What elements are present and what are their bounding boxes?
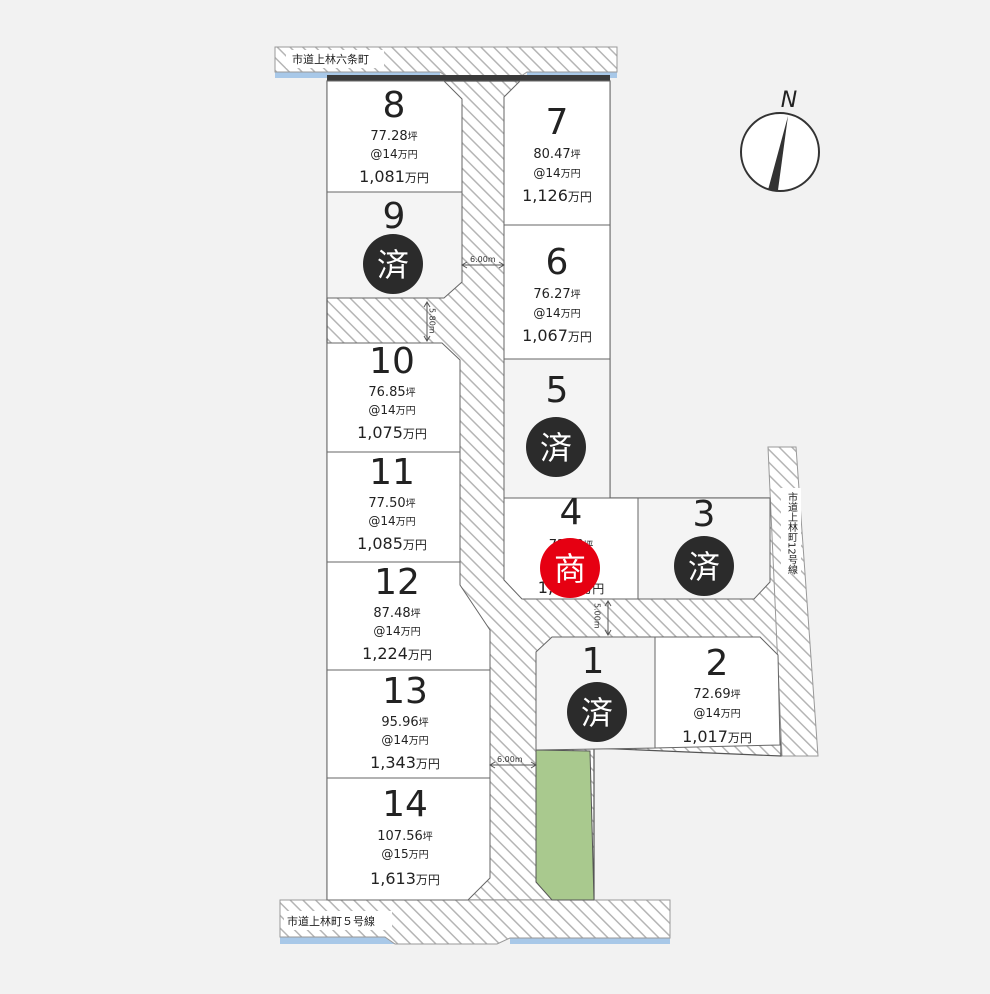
lot-price: 1,224万円 (362, 644, 432, 663)
negotiating-badge-text: 商 (554, 550, 586, 588)
dim-upper-road-label: 6.00m (470, 255, 496, 264)
lot-5[interactable]: 5 済 (526, 370, 586, 477)
sold-badge (526, 417, 586, 477)
lot-area: 77.28坪 (370, 129, 417, 144)
sold-badge-text: 済 (540, 429, 572, 467)
lot-unit-price: @15万円 (381, 847, 428, 861)
lot-8[interactable]: 8 77.28坪 @14万円 1,081万円 (359, 85, 429, 186)
lot-unit-price: @14万円 (368, 403, 415, 417)
lot-number: 3 (693, 494, 716, 535)
north-road-label-bg (286, 50, 384, 68)
lot-13-shape (326, 669, 491, 779)
lot-11[interactable]: 11 77.50坪 @14万円 1,085万円 (357, 452, 427, 553)
compass: N (740, 88, 820, 192)
lot-unit-price: @14万円 (373, 624, 420, 638)
lot-unit-price: @14万円 (381, 733, 428, 747)
dim-gap-4-1 (604, 600, 612, 636)
dim-lower-road (489, 761, 537, 769)
dim-lower-road-label: 6.00m (497, 755, 523, 764)
north-road-label: 市道上林六条町 (292, 52, 369, 66)
lot-area: 80.47坪 (533, 147, 580, 162)
lot-area: 76.85坪 (368, 385, 415, 400)
lot-8-shape (326, 80, 463, 193)
lot-6-shape (503, 224, 611, 360)
lot-unit-price: @14万円 (368, 514, 415, 528)
sold-badge-text: 済 (581, 694, 613, 732)
lot-number: 5 (546, 370, 569, 411)
lot-number: 14 (382, 784, 428, 825)
lot-unit-price: @14万円 (370, 147, 417, 161)
park-area (535, 749, 595, 901)
lot-number: 11 (369, 452, 415, 493)
lot-number: 8 (383, 85, 406, 126)
water-strip-south-right (510, 938, 670, 944)
lot-number: 2 (706, 643, 729, 684)
negotiating-badge (540, 538, 600, 598)
lot-4[interactable]: 4 72.??坪 1,0??万円 商 (538, 492, 604, 598)
lot-number: 10 (369, 341, 415, 382)
dim-gap-9-10-label: 5.80m (428, 308, 437, 334)
lot-number: 6 (546, 242, 569, 283)
south-road-label: 市道上林町５号線 (287, 914, 375, 928)
lot-3[interactable]: 3 済 (674, 494, 734, 596)
lot-1[interactable]: 1 済 (567, 641, 627, 742)
east-road-label: 市道上林町12号線 (786, 491, 798, 575)
lot-unit-price: @14万円 (693, 706, 740, 720)
lot-11-shape (326, 451, 461, 563)
dim-gap-4-1-label: 5.00m (593, 603, 602, 629)
lot-number: 12 (374, 562, 420, 603)
lot-price: 1,613万円 (370, 869, 440, 888)
lot-price: 1,081万円 (359, 167, 429, 186)
lot-14-shape (326, 777, 491, 901)
lot-10[interactable]: 10 76.85坪 @14万円 1,075万円 (357, 341, 427, 442)
lot-7[interactable]: 7 80.47坪 @14万円 1,126万円 (522, 102, 592, 205)
lot-area: 87.48坪 (373, 606, 420, 621)
lot-price: 1,067万円 (522, 326, 592, 345)
lot-area: 77.50坪 (368, 496, 415, 511)
lot-14[interactable]: 14 107.56坪 @15万円 1,613万円 (370, 784, 440, 888)
lot-6[interactable]: 6 76.27坪 @14万円 1,067万円 (522, 242, 592, 345)
lot-number: 13 (382, 671, 428, 712)
lot-number: 7 (546, 102, 569, 143)
compass-needle-icon (768, 116, 788, 190)
sold-badge (567, 682, 627, 742)
compass-letter: N (781, 88, 797, 113)
lot-price: 1,017万円 (682, 727, 752, 746)
lot-unit-price: @14万円 (533, 166, 580, 180)
sold-badge (674, 536, 734, 596)
sold-badge (363, 234, 423, 294)
lot-unit-price: @14万円 (533, 306, 580, 320)
dim-gap-9-10 (423, 301, 431, 342)
lot-area: 76.27坪 (533, 287, 580, 302)
lot-13[interactable]: 13 95.96坪 @14万円 1,343万円 (370, 671, 440, 772)
lot-2[interactable]: 2 72.69坪 @14万円 1,017万円 (682, 643, 752, 746)
dim-upper-road (461, 261, 505, 269)
east-road (767, 446, 819, 757)
sold-badge-text: 済 (688, 548, 720, 586)
lot-number: 9 (383, 196, 406, 237)
lot-area: 95.96坪 (381, 715, 428, 730)
lot-number: 1 (582, 641, 605, 682)
lot-area: 72.69坪 (693, 687, 740, 702)
east-road-label-bg (781, 488, 801, 574)
lot-area: 107.56坪 (377, 829, 433, 844)
north-boundary-bar (327, 75, 610, 81)
lot-number: 4 (560, 492, 583, 533)
lot-12[interactable]: 12 87.48坪 @14万円 1,224万円 (362, 562, 432, 663)
sold-badge-text: 済 (377, 246, 409, 284)
lot-2-shape (654, 636, 781, 749)
lot-10-shape (326, 342, 461, 453)
lot-9[interactable]: 9 済 (363, 196, 423, 294)
lot-price: 1,075万円 (357, 423, 427, 442)
water-strip-south-left (280, 937, 395, 944)
lot-price: 1,343万円 (370, 753, 440, 772)
south-road-label-bg (284, 911, 392, 930)
lot-price: 1,126万円 (522, 186, 592, 205)
lot-price: 1,085万円 (357, 534, 427, 553)
